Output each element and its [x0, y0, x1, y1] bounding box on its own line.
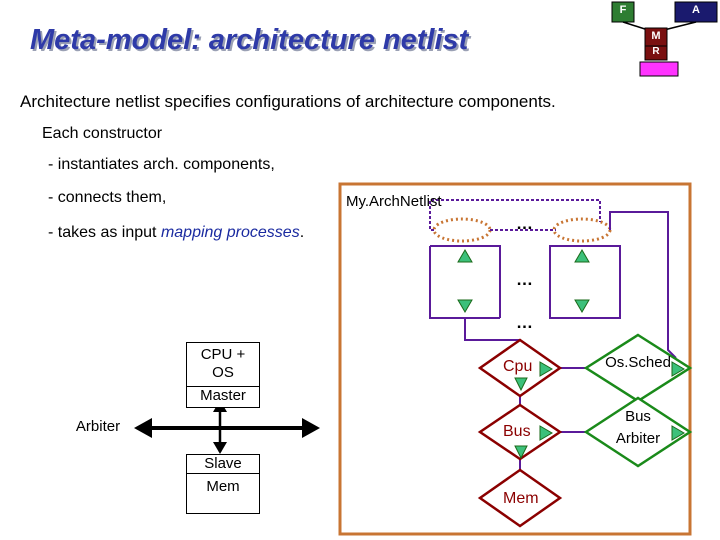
slave-label: Slave [187, 455, 259, 474]
ellipsis-3: … [516, 313, 533, 332]
purple-box-left-outline [429, 246, 500, 319]
netlist-frame [338, 182, 692, 536]
arbiter-port-right [671, 425, 685, 441]
mini-meta-model-diagram [611, 1, 718, 77]
port-down-left [457, 299, 473, 313]
page-title: Meta-model: architecture netlist [30, 24, 469, 56]
slave-mem-box: Slave Mem [186, 454, 260, 514]
mapping-processes-text: mapping processes [160, 224, 300, 241]
cpu-port-down [514, 377, 528, 392]
purple-box-left-outline-2 [430, 245, 501, 318]
mini-r-box [644, 45, 668, 61]
port-up-left [457, 249, 473, 263]
bus-node-label: Bus [503, 423, 531, 440]
bullet-takes-input-prefix: - takes as input [48, 224, 161, 241]
port-up-right [574, 249, 590, 263]
mini-f-m-link [622, 21, 649, 31]
cpu-node-label: Cpu [503, 358, 533, 375]
arbiter-node-label: Bus Arbiter [602, 406, 674, 450]
mini-magenta-box [639, 61, 679, 77]
bus-port-down [514, 445, 528, 460]
purple-to-ossched [609, 211, 677, 359]
bus-node-diamond [477, 403, 563, 461]
ossched-node-label: Os.Sched [605, 354, 671, 371]
bus-arrow-right [302, 418, 320, 438]
bus-arrow-left [134, 418, 152, 438]
arbiter-label: Arbiter [75, 418, 121, 435]
mem-label: Mem [206, 478, 240, 495]
purple-loop-top [429, 199, 601, 231]
process-ellipse-left [432, 217, 492, 243]
bullet-connects: - connects them, [48, 189, 167, 206]
intro-text: Architecture netlist specifies configura… [20, 92, 556, 111]
port-down-right [574, 299, 590, 313]
arbiter-node-label-line2: Arbiter [615, 430, 661, 447]
bullet-instantiates: - instantiates arch. components, [48, 156, 275, 173]
mini-a-m-link [663, 21, 697, 31]
bullet-takes-input: - takes as input mapping processes. [48, 224, 304, 242]
bullet-takes-input-suffix: . [299, 224, 305, 241]
purple-box-right-outline [549, 245, 621, 319]
ossched-port-right [671, 361, 685, 377]
slave-arrow-down [213, 442, 227, 454]
mini-m-label: M [651, 30, 661, 42]
arbiter-node-label-line1: Bus [625, 408, 651, 425]
cpu-node-diamond [477, 338, 563, 398]
arbiter-node-diamond [583, 396, 693, 468]
bullet-header: Each constructor [42, 125, 163, 142]
mem-node-diamond [477, 468, 563, 528]
mini-r-label: R [652, 46, 660, 57]
master-box: Master [186, 386, 260, 408]
cpu-port-right [539, 361, 553, 377]
bus-port-right [539, 425, 553, 441]
ellipsis-1: … [516, 214, 533, 233]
cpu-os-line2: OS [212, 364, 234, 381]
mini-a-label: A [692, 4, 700, 16]
mem-node-label: Mem [503, 490, 539, 507]
process-ellipse-right [552, 217, 612, 243]
netlist-name: My.ArchNetlist [346, 193, 442, 210]
mini-f-label: F [619, 4, 627, 16]
cpu-os-line1: CPU + [200, 346, 246, 363]
ellipsis-2: … [516, 270, 533, 289]
